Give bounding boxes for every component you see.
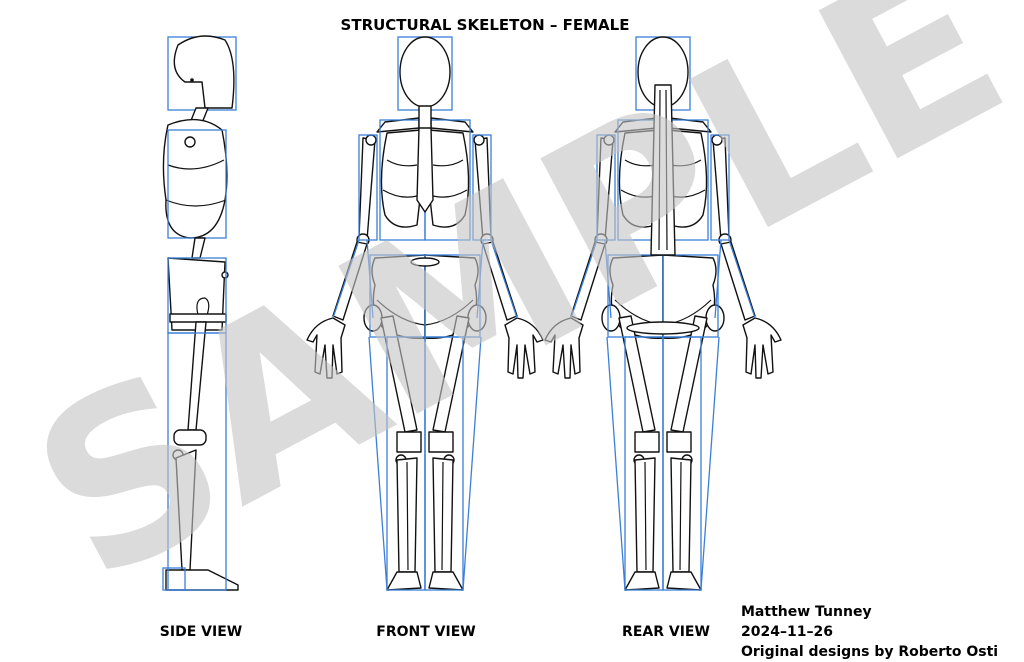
- date-credit: 2024–11–26: [741, 624, 833, 640]
- rear-view-label: REAR VIEW: [622, 624, 710, 640]
- side-view-figure: [162, 35, 239, 591]
- front-view-label: FRONT VIEW: [376, 624, 475, 640]
- author-credit: Matthew Tunney: [741, 604, 872, 620]
- side-view-label: SIDE VIEW: [160, 624, 242, 640]
- original-design-credit: Original designs by Roberto Osti: [741, 644, 998, 660]
- sample-watermark: SAMPLE: [0, 0, 1024, 634]
- page-title: STRUCTURAL SKELETON – FEMALE: [341, 16, 630, 34]
- front-view-figure: [306, 36, 544, 591]
- rear-view-figure: [544, 36, 782, 591]
